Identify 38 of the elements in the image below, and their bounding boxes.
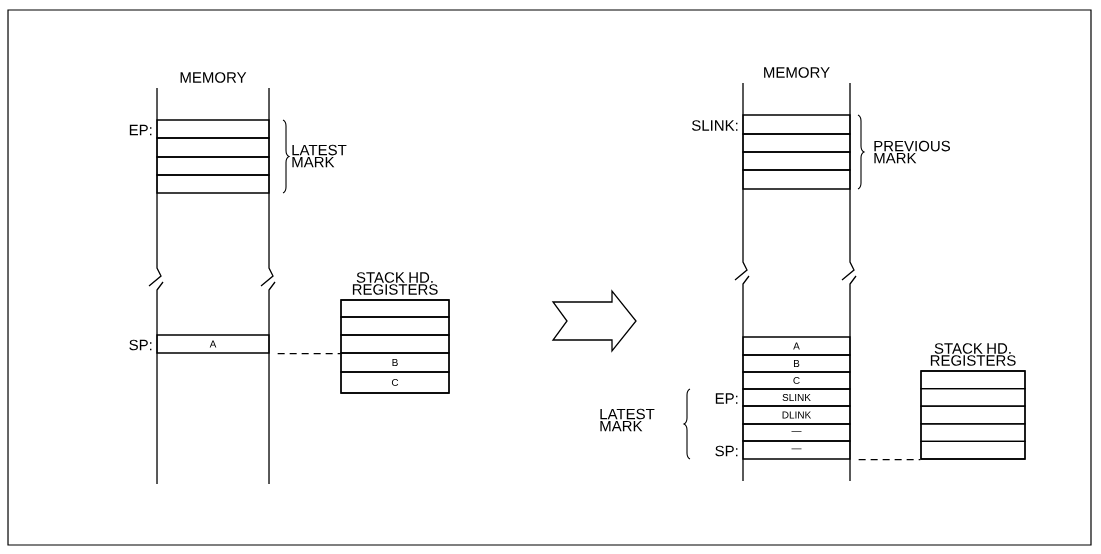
- dashed-line: [858, 459, 921, 461]
- register-row: [920, 423, 1026, 443]
- pointer-label: EP:: [129, 124, 152, 136]
- register-row: [920, 387, 1026, 407]
- column-heading: MEMORY: [180, 72, 247, 83]
- bracket-label: LATEST MARK: [600, 408, 655, 432]
- memory-cell: [156, 137, 270, 158]
- column-heading: STACK HD. REGISTERS: [930, 343, 1016, 366]
- memory-cell: —: [742, 440, 851, 460]
- memory-cell: DLINK: [742, 405, 851, 425]
- memory-cell: —: [742, 423, 851, 442]
- memory-cell: A: [742, 336, 851, 356]
- register-row: C: [340, 371, 450, 394]
- pointer-label: SP:: [715, 445, 738, 457]
- memory-cell: C: [742, 371, 851, 390]
- register-row: [920, 370, 1026, 390]
- register-row: B: [340, 352, 450, 373]
- memory-cell: [742, 169, 851, 190]
- dashed-line: [277, 353, 341, 355]
- register-row: [920, 440, 1026, 460]
- memory-cell: [742, 151, 851, 171]
- column-heading: STACK HD. REGISTERS: [352, 272, 438, 295]
- memory-cell: [742, 133, 851, 153]
- register-row: [920, 405, 1026, 425]
- column-heading: MEMORY: [764, 67, 830, 78]
- register-row: [340, 334, 450, 354]
- register-row: [340, 299, 450, 318]
- memory-cell: [156, 174, 270, 194]
- pointer-label: SP:: [129, 339, 152, 351]
- memory-cell: SLINK: [742, 388, 851, 407]
- register-row: [340, 316, 450, 336]
- pointer-label: EP:: [715, 393, 738, 404]
- bracket-label: LATEST MARK: [292, 144, 347, 168]
- memory-cell: [156, 156, 270, 176]
- bracket-label: PREVIOUS MARK: [874, 140, 951, 164]
- memory-cell: B: [742, 354, 851, 373]
- pointer-label: SLINK:: [691, 120, 738, 131]
- memory-cell: A: [156, 334, 270, 354]
